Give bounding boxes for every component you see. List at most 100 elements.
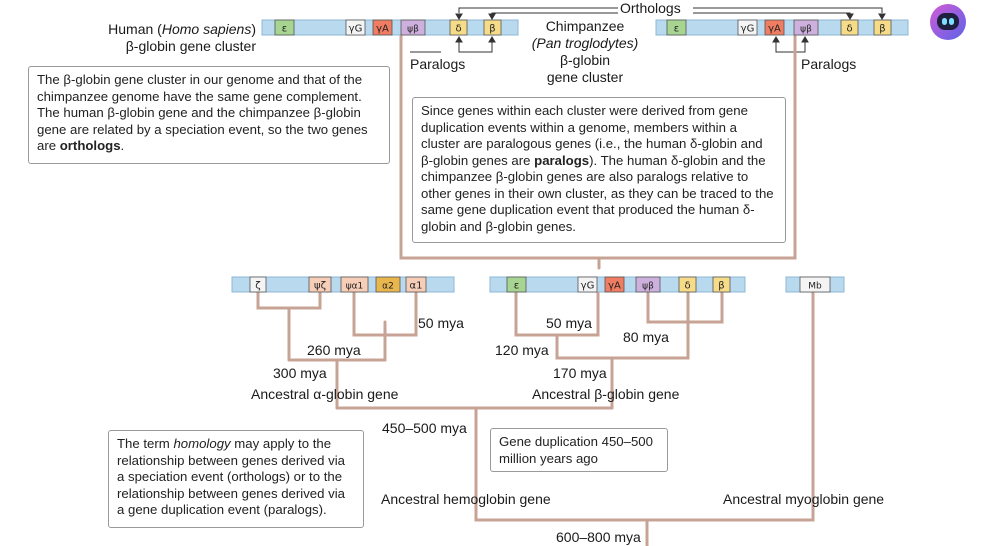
human-gene-beta: β [483,19,502,36]
human-gene-epsilon-box [274,19,295,36]
chimp-gene-delta: δ [840,19,859,36]
homology-explanation-box: The term homology may apply to the relat… [108,430,364,528]
bot-eye-right [949,18,954,25]
alpha-gene-zeta: ζ [249,276,267,293]
beta-gene-epsilon-box [506,276,527,293]
beta-gene-beta: β [712,276,731,293]
mya-300-label: 300 mya [273,365,327,381]
alpha-gene-psi-zeta: ψζ [308,276,332,293]
alpha-gene-psi-zeta-box [308,276,332,293]
human-gene-gamma-a: γA [372,19,393,36]
alpha-gene-psi-alpha1: ψα1 [340,276,369,293]
mya-50-beta-label: 50 mya [546,315,592,331]
beta-gene-beta-box [712,276,731,293]
chimp-species-label: Chimpanzee [545,18,625,34]
ancestral-alpha-label: Ancestral α-globin gene [251,386,399,402]
human-gene-delta: δ [449,19,468,36]
human-gene-epsilon: ε [274,19,295,36]
human-gene-gamma-g: γG [345,19,366,36]
beta-gene-psi-beta-label: ψβ [642,282,654,292]
ancestral-hemoglobin-label: Ancestral hemoglobin gene [381,491,551,507]
beta-gene-gamma-g: γG [577,276,598,293]
paralogs-text-1: Since genes within each cluster were der… [421,103,763,168]
beta-gene-delta: δ [678,276,697,293]
ancestral-beta-label: Ancestral β-globin gene [532,386,680,402]
paralogs-bracket-human [410,36,496,53]
ancestral-myoglobin-label: Ancestral myoglobin gene [723,491,885,507]
paralogs-text-2: ). The human δ-globin and the chimpanzee… [421,152,774,234]
alpha-gene-zeta-label: ζ [255,281,260,292]
chimp-species-latin: (Pan troglodytes) [531,35,639,51]
chimp-gene-gamma-a: γA [764,19,785,36]
orthologs-text-bold: orthologs [59,138,121,153]
bot-face [937,13,959,30]
orthologs-explanation-box: The β-globin gene cluster in our genome … [28,66,390,164]
mya-600-800-label: 600–800 mya [556,529,641,545]
beta-gene-psi-beta: ψβ [635,276,661,293]
human-gene-epsilon-label: ε [282,24,287,35]
homology-text-2: may apply to the relationship between ge… [117,436,345,517]
human-species-label: Human (Homo sapiens) [60,21,256,37]
orthologs-label: Orthologs [620,0,681,16]
alpha-gene-alpha1-label: α1 [410,281,423,292]
beta-gene-gamma-g-box [577,276,598,293]
mya-120-label: 120 mya [495,342,549,358]
mya-170-label: 170 mya [553,365,607,381]
orthologs-bracket [455,7,886,20]
paralogs-explanation-box: Since genes within each cluster were der… [412,97,786,243]
chimp-gene-psi-beta-label: ψβ [800,25,812,35]
assistant-bot-icon[interactable] [930,4,966,40]
human-gene-gamma-a-label: γA [376,24,389,35]
paralogs-text-bold: paralogs [534,152,590,168]
beta-gene-delta-label: δ [684,281,690,292]
homology-text-1: The term [117,436,174,451]
chimp-gene-psi-beta-box [793,19,819,36]
alpha-gene-psi-alpha1-box [340,276,369,293]
human-gene-delta-box [449,19,468,36]
chimp-cluster-label-2: gene cluster [546,69,624,85]
paralogs-label-human: Paralogs [410,56,466,72]
alpha-gene-alpha2-label: α2 [382,282,394,292]
alpha-gene-zeta-box [249,276,267,293]
mya-260-label: 260 mya [307,342,361,358]
alpha-gene-alpha1-box [405,276,427,293]
chimp-gene-epsilon-box [666,19,687,36]
beta-gene-gamma-a-label: γA [608,281,621,292]
orthologs-text-1: The β-globin gene cluster in our genome … [37,72,368,153]
human-gene-psi-beta: ψβ [400,19,426,36]
human-gene-gamma-g-box [345,19,366,36]
human-gene-gamma-a-box [372,19,393,36]
alpha-gene-psi-zeta-label: ψζ [314,281,326,292]
human-gene-gamma-g-label: γG [349,24,363,35]
myoglobin-gene: Mb [799,276,831,293]
homology-text-italic: homology [173,436,231,451]
chimp-gene-beta: β [873,19,892,36]
chimp-gene-gamma-g-box [737,19,758,36]
bot-eye-left [942,18,947,25]
chimp-gene-beta-box [873,19,892,36]
human-cluster-label: β-globin gene cluster [125,38,256,54]
human-label-prefix: Human ( [108,21,162,37]
myoglobin-gene-label: Mb [808,282,822,292]
mya-80-label: 80 mya [623,329,669,345]
chimp-gene-gamma-g-label: γG [741,24,755,35]
beta-gene-beta-label: β [718,281,724,292]
chimp-gene-beta-label: β [879,24,885,35]
human-species-name: Homo sapiens [161,21,252,37]
alpha-gene-alpha2: α2 [375,276,401,293]
alpha-gene-alpha2-box [375,276,401,293]
chimp-gene-psi-beta: ψβ [793,19,819,36]
orthologs-text-2: . [120,138,125,153]
beta-gene-delta-box [678,276,697,293]
human-gene-beta-box [483,19,502,36]
beta-gene-epsilon-label: ε [514,281,519,292]
beta-gene-gamma-a-box [604,276,625,293]
human-gene-delta-label: δ [455,24,461,35]
chimp-gene-delta-label: δ [846,24,852,35]
chimp-gene-epsilon-label: ε [674,24,679,35]
chimp-gene-delta-box [840,19,859,36]
alpha-gene-alpha1: α1 [405,276,427,293]
